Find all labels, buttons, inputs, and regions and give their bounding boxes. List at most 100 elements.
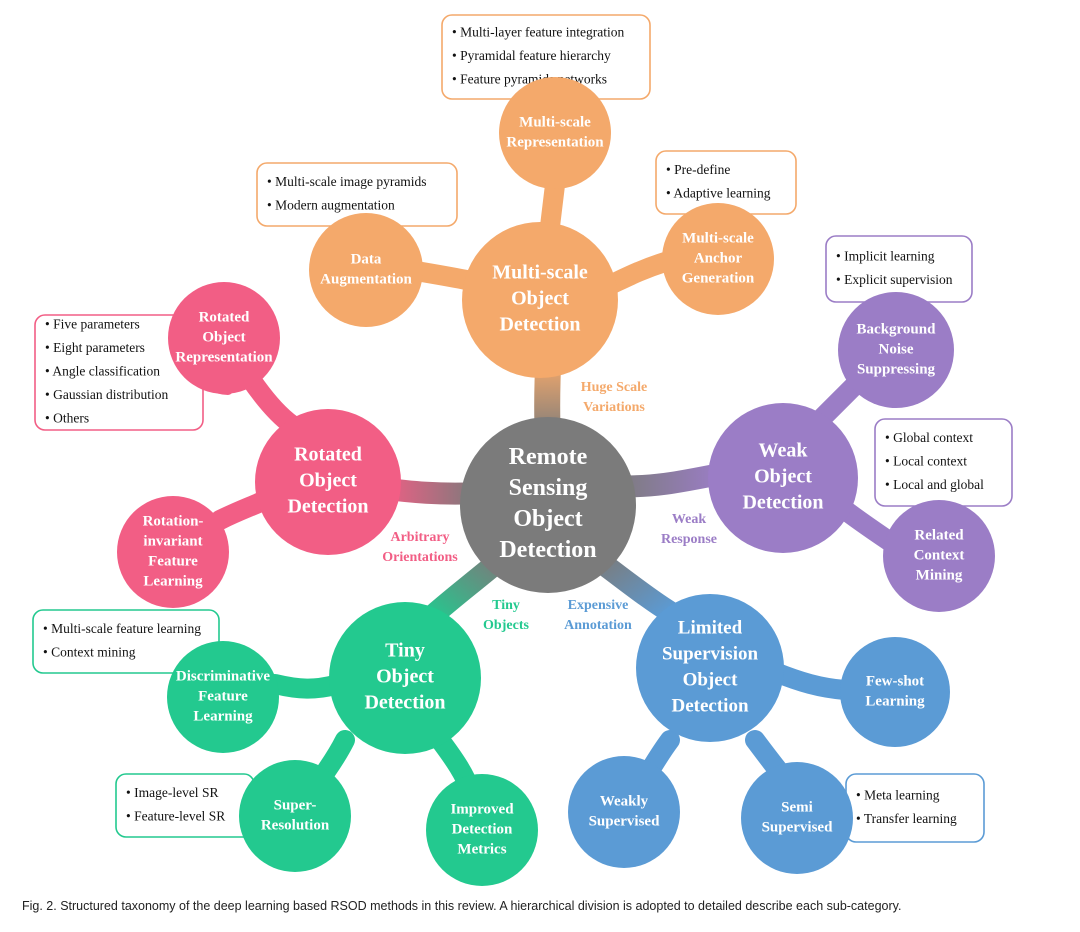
subcategory-circle-rotated-representation bbox=[168, 282, 280, 394]
figure-caption: Fig. 2. Structured taxonomy of the deep … bbox=[22, 899, 902, 913]
subcategory-circle-background-noise bbox=[838, 292, 954, 408]
subcategory-circle-anchor-generation bbox=[662, 203, 774, 315]
category-label-tiny-line: Tiny bbox=[385, 640, 425, 662]
subcategory-label-metrics-line: Detection bbox=[452, 821, 513, 837]
category-label-limited-line: Limited bbox=[678, 617, 743, 638]
subcategory-label-multiscale-representation-line: Representation bbox=[506, 134, 604, 150]
category-circle-multiscale bbox=[462, 222, 618, 378]
category-label-tiny-line: Detection bbox=[364, 692, 445, 714]
list-item: • Image-level SR bbox=[126, 785, 218, 800]
subcategory-label-semi-line: Semi bbox=[781, 799, 813, 815]
item-box-anchor-generation: • Pre-define• Adaptive learning bbox=[655, 150, 797, 215]
connector-rotated-representation bbox=[240, 368, 302, 435]
subcategory-label-context-mining-line: Related bbox=[914, 527, 964, 543]
category-label-multiscale-line: Detection bbox=[499, 314, 580, 336]
subcategory-circle-super-resolution bbox=[239, 760, 351, 872]
category-circle-tiny bbox=[329, 602, 481, 754]
subcategory-label-rotation-invariant-line: Feature bbox=[148, 553, 198, 569]
subcategory-circle-context-mining bbox=[883, 500, 995, 612]
subcategory-node-super-resolution: Super-Resolution bbox=[239, 760, 351, 872]
subcategory-label-semi-line: Supervised bbox=[762, 819, 834, 835]
category-label-tiny-line: Object bbox=[376, 666, 434, 688]
list-item: • Others bbox=[45, 411, 89, 426]
subcategory-circle-data-augmentation bbox=[309, 213, 423, 327]
subcategory-circle-metrics bbox=[426, 774, 538, 886]
category-label-limited-line: Detection bbox=[671, 695, 748, 716]
list-item: • Pre-define bbox=[666, 162, 730, 177]
challenge-label-tiny-line: Objects bbox=[483, 618, 529, 633]
list-item: • Multi-scale image pyramids bbox=[267, 174, 427, 189]
subcategory-label-super-resolution: Super-Resolution bbox=[261, 797, 330, 833]
challenge-label-limited-line: Expensive bbox=[568, 598, 629, 613]
list-item: • Global context bbox=[885, 430, 973, 445]
challenge-label-multiscale-line: Huge Scale bbox=[581, 380, 648, 395]
connector-few-shot bbox=[765, 662, 855, 700]
subcategory-label-anchor-generation-line: Multi-scale bbox=[682, 230, 754, 246]
category-label-multiscale-line: Object bbox=[511, 288, 569, 310]
center-node-label-line: Object bbox=[513, 506, 582, 532]
item-box-frame-super-resolution bbox=[115, 773, 255, 838]
subcategory-label-rotated-representation-line: Rotated bbox=[199, 309, 250, 325]
subcategory-circle-few-shot bbox=[840, 637, 950, 747]
item-box-semi: • Meta learning• Transfer learning bbox=[845, 773, 985, 843]
subcategory-label-discriminative-line: Learning bbox=[193, 708, 253, 724]
list-item: • Multi-layer feature integration bbox=[452, 25, 625, 40]
center-node-circle bbox=[460, 417, 636, 593]
list-item: • Feature-level SR bbox=[126, 808, 225, 823]
category-label-weak-line: Object bbox=[754, 466, 812, 488]
subcategory-label-anchor-generation-line: Anchor bbox=[694, 250, 743, 266]
challenge-label-weak-line: Response bbox=[661, 532, 717, 547]
subcategory-label-few-shot-line: Learning bbox=[865, 693, 925, 709]
connector-discriminative bbox=[265, 674, 345, 699]
subcategory-label-rotation-invariant-line: Rotation- bbox=[143, 513, 204, 529]
list-item: • Implicit learning bbox=[836, 248, 935, 263]
category-circle-rotated bbox=[255, 409, 401, 555]
category-label-limited-line: Object bbox=[683, 669, 739, 690]
item-box-frame-semi bbox=[845, 773, 985, 843]
challenge-label-tiny-line: Tiny bbox=[492, 598, 520, 613]
list-item: • Context mining bbox=[43, 644, 136, 659]
subcategory-circle-semi bbox=[741, 762, 853, 874]
subcategory-label-background-noise-line: Noise bbox=[879, 341, 914, 357]
item-box-discriminative: • Multi-scale feature learning• Context … bbox=[32, 609, 220, 674]
subcategory-label-rotation-invariant-line: Learning bbox=[143, 573, 203, 589]
subcategory-label-weakly-line: Supervised bbox=[589, 813, 661, 829]
list-item: • Angle classification bbox=[45, 364, 160, 379]
subcategory-label-weakly-line: Weakly bbox=[600, 793, 649, 809]
subcategory-label-discriminative-line: Discriminative bbox=[176, 668, 270, 684]
item-box-background-noise: • Implicit learning• Explicit supervisio… bbox=[825, 235, 973, 303]
challenge-label-rotated-line: Orientations bbox=[382, 550, 458, 565]
subcategory-label-context-mining-line: Context bbox=[914, 547, 965, 563]
list-item: • Gaussian distribution bbox=[45, 387, 168, 402]
category-circle-limited bbox=[636, 594, 784, 742]
